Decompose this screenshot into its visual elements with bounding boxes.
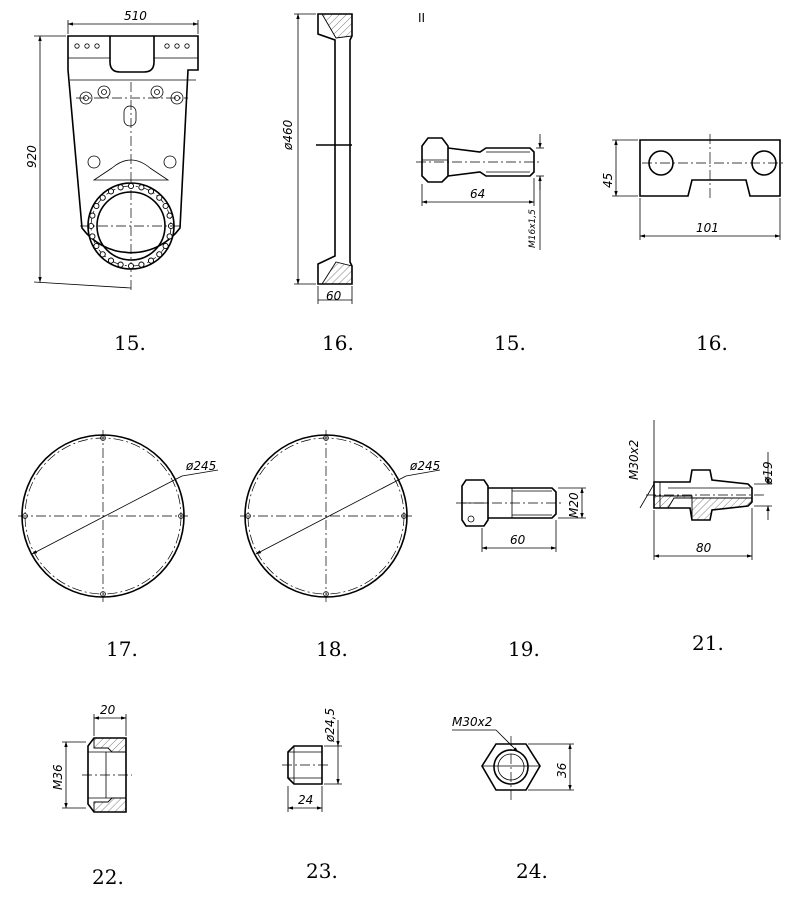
bolt-hole — [99, 194, 106, 201]
dim-diameter: ø24,5 — [323, 708, 337, 743]
part-bracket-plate: 510 920 — [25, 9, 199, 290]
part-plate: 45 101 — [601, 134, 784, 240]
bolt-hole — [89, 212, 96, 219]
part-gasket: ø245 — [18, 430, 219, 602]
part-cap-nut: 20 M36 — [51, 703, 132, 813]
dim-length: 20 — [100, 703, 116, 717]
dim-length: 60 — [510, 533, 526, 547]
dim-thickness: 60 — [326, 289, 342, 303]
dim-thread: M36 — [51, 764, 65, 790]
dim-bore: ø19 — [761, 461, 775, 485]
dim-length: 24 — [298, 793, 313, 807]
bolt-hole — [138, 184, 145, 191]
dim-length: 64 — [470, 187, 485, 201]
bolt-hole — [107, 257, 115, 264]
part-nozzle: M30x2 ø19 80 — [627, 420, 775, 560]
dim-diameter: ø460 — [281, 119, 295, 151]
dim-length: 80 — [696, 541, 712, 555]
bolt-hole — [127, 182, 135, 190]
figure-label: 15. — [494, 331, 526, 355]
part-hex-nut: M30x2 36 — [452, 715, 574, 800]
dim-width: 101 — [696, 221, 719, 235]
bolt-hole — [166, 233, 173, 240]
bolt-hole — [99, 251, 106, 258]
bolt-hole — [162, 202, 169, 210]
sheet-mark: II — [418, 11, 425, 25]
bolt-hole — [93, 242, 100, 250]
bolt-hole — [147, 257, 155, 264]
figure-label: 16. — [322, 331, 354, 355]
dim-thread: M20 — [567, 492, 581, 518]
part-sleeve: ø24,5 24 — [282, 708, 342, 812]
figure-label: 22. — [92, 865, 124, 889]
bolt-hole — [166, 212, 173, 219]
dim-across-flats: 36 — [555, 762, 569, 778]
dim-width: 510 — [124, 9, 147, 23]
figure-label: 23. — [306, 859, 338, 883]
figure-label: 21. — [692, 631, 724, 655]
figure-label: 18. — [316, 637, 348, 661]
figure-label: 19. — [508, 637, 540, 661]
dim-height: 45 — [601, 173, 615, 188]
part-gasket: ø245 — [240, 430, 440, 602]
dim-thread: M16x1,5 — [528, 209, 538, 248]
part-disc-section: ø460 60 — [281, 13, 353, 304]
bolt-hole — [107, 188, 115, 195]
bolt-hole — [147, 188, 155, 195]
dim-height: 920 — [25, 145, 39, 168]
figure-label: 24. — [516, 859, 548, 883]
bolt-hole — [117, 184, 124, 191]
dim-diameter: ø245 — [185, 459, 216, 473]
bolt-hole — [162, 242, 169, 250]
bolt-hole — [89, 233, 96, 240]
figure-label: 15. — [114, 331, 146, 355]
part-screw: 60 M20 — [456, 479, 586, 552]
dim-thread: M30x2 — [452, 715, 492, 729]
bolt-hole — [156, 194, 163, 201]
dim-thread: M30x2 — [627, 440, 641, 480]
bolt-hole — [138, 261, 145, 268]
bolt-hole — [156, 251, 163, 258]
figure-label: 17. — [106, 637, 138, 661]
bolt-hole — [127, 262, 135, 270]
bolt-hole — [117, 261, 124, 268]
dim-diameter: ø245 — [409, 459, 440, 473]
part-bolt: 64 M16x1,5 — [416, 134, 544, 250]
bolt-hole — [93, 202, 100, 210]
figure-label: 16. — [696, 331, 728, 355]
